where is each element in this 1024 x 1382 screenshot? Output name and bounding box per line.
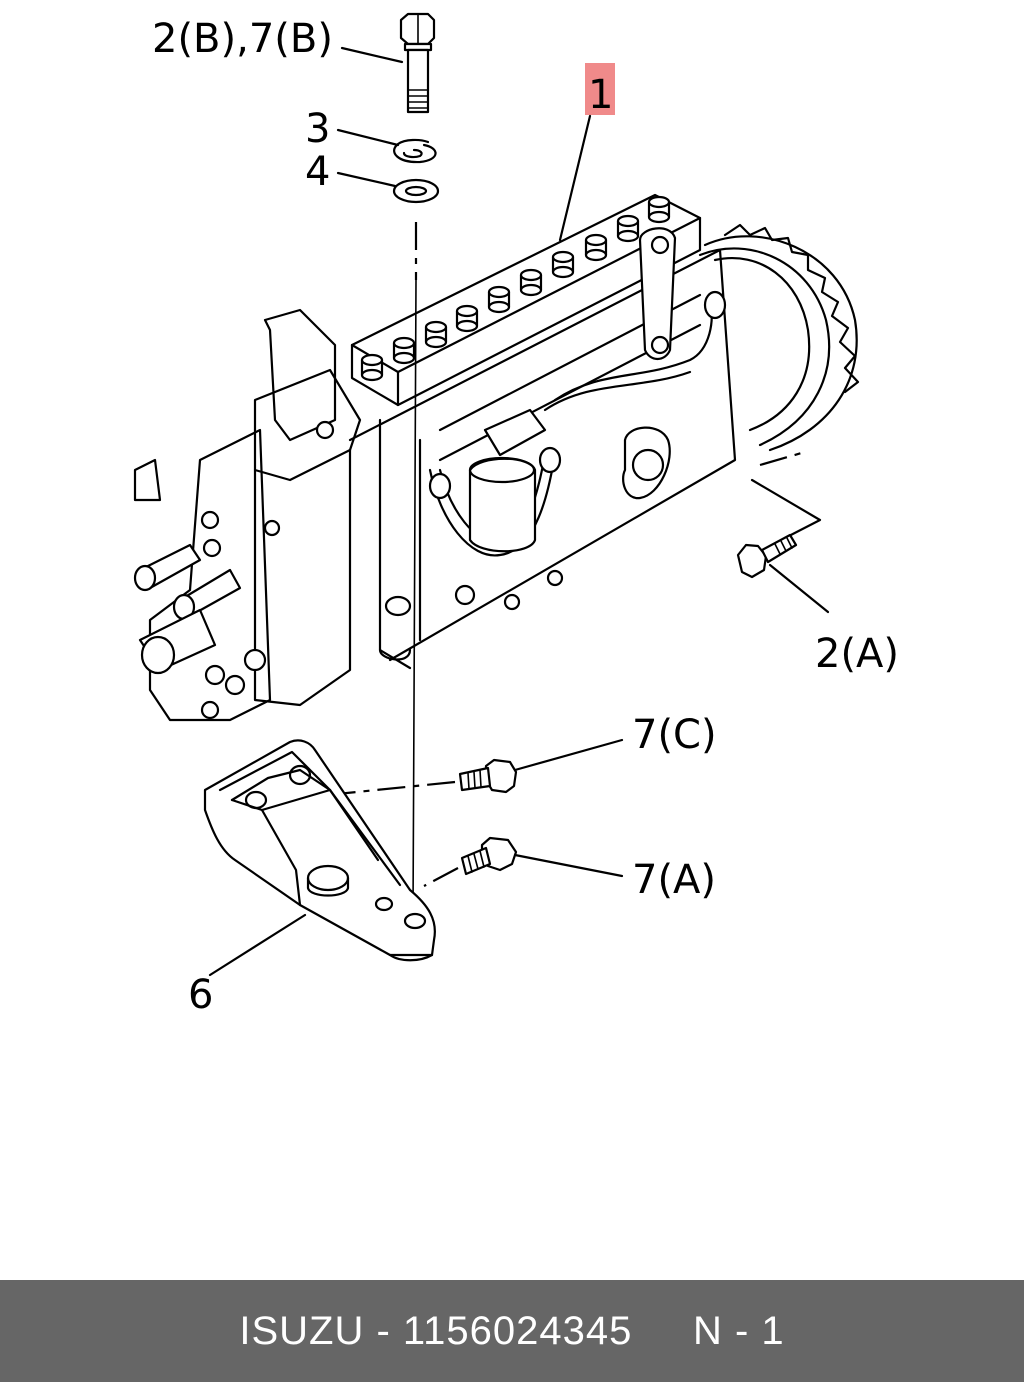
separator: - [364,1308,403,1353]
injection-pump-1 [133,193,860,722]
callout-3-label[interactable]: 3 [305,106,330,152]
spring-washer-3 [393,138,437,164]
callout-1-label[interactable]: 1 [588,72,613,118]
part-footer-bar: ISUZU - 1156024345 N - 1 [0,1280,1024,1382]
callout-7c-label[interactable]: 7(C) [632,712,717,758]
bolt-2a [736,533,798,579]
spacer [632,1309,693,1354]
bolt-7a [460,836,518,876]
reference-code: N - 1 [692,1308,785,1353]
callout-7a-label[interactable]: 7(A) [632,857,716,903]
exploded-parts-diagram: 1 2(B),7(B) 3 4 [133,12,899,1018]
pump-bracket-6 [203,739,436,962]
callout-1-highlight [585,63,615,115]
callout-2b-7b-label[interactable]: 2(B),7(B) [152,16,333,62]
part-number-caption: ISUZU - 1156024345 N - 1 [0,1280,1024,1382]
part-number: 1156024345 [402,1308,633,1353]
callout-4-label[interactable]: 4 [305,149,330,195]
callout-2a-label[interactable]: 2(A) [815,631,899,677]
flat-washer-4 [392,178,440,204]
callout-6-label[interactable]: 6 [188,972,213,1018]
bolt-7c [458,758,518,794]
brand-name: ISUZU [239,1308,365,1353]
bolt-2b-7b [399,12,436,114]
